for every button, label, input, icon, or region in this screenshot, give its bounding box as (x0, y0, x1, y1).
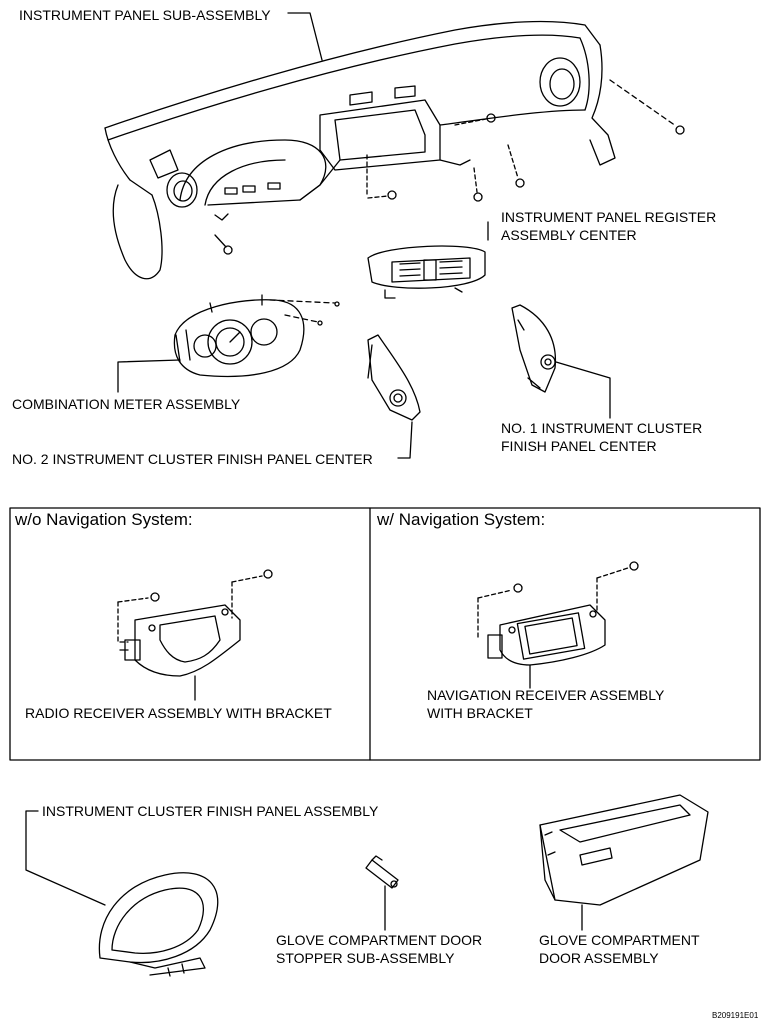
screw-icon (629, 561, 639, 571)
leader-line (117, 359, 181, 393)
label-glove-door-line1: GLOVE COMPARTMENT (539, 932, 700, 948)
register-assembly-center (367, 245, 486, 299)
screw-icon (454, 113, 496, 126)
label-register-center-line2: ASSEMBLY CENTER (501, 227, 637, 243)
screw-icons (214, 79, 685, 255)
label-instrument-panel-sub-assembly: INSTRUMENT PANEL SUB-ASSEMBLY (19, 7, 271, 23)
label-glove-stopper-line2: STOPPER SUB-ASSEMBLY (276, 950, 455, 966)
label-no2-finish: NO. 2 INSTRUMENT CLUSTER FINISH PANEL CE… (12, 451, 373, 467)
leader-line (397, 421, 413, 459)
leader-line (25, 810, 106, 906)
instrument-panel-sub-assembly (104, 20, 616, 280)
radio-receiver-assembly (117, 569, 273, 677)
label-combination-meter: COMBINATION METER ASSEMBLY (12, 396, 241, 412)
combination-meter-assembly (173, 294, 340, 378)
screw-icon (367, 190, 397, 200)
screw-icon (609, 79, 685, 135)
label-nav-receiver-line1: NAVIGATION RECEIVER ASSEMBLY (427, 687, 665, 703)
instrument-cluster-finish-panel (98, 872, 219, 977)
screw-icon (513, 583, 523, 593)
options-box-frame (9, 507, 761, 761)
glove-compartment-door-assembly (539, 794, 709, 906)
figure-code: B209191E01 (712, 1011, 759, 1020)
label-no1-finish-line1: NO. 1 INSTRUMENT CLUSTER (501, 420, 703, 436)
label-glove-door-line2: DOOR ASSEMBLY (539, 950, 659, 966)
box-title-without-nav: w/o Navigation System: (15, 510, 193, 529)
label-nav-receiver-line2: WITH BRACKET (427, 705, 533, 721)
box-title-with-nav: w/ Navigation System: (377, 510, 546, 529)
label-cluster-finish-panel: INSTRUMENT CLUSTER FINISH PANEL ASSEMBLY (42, 803, 379, 819)
label-no1-finish-line2: FINISH PANEL CENTER (501, 438, 657, 454)
screw-icon (214, 234, 233, 255)
label-register-center-line1: INSTRUMENT PANEL REGISTER (501, 209, 717, 225)
leader-line (287, 12, 323, 61)
label-radio-receiver: RADIO RECEIVER ASSEMBLY WITH BRACKET (25, 705, 332, 721)
leader-line (555, 361, 611, 419)
screw-icon (150, 592, 160, 602)
no1-finish-panel-center (511, 304, 557, 393)
label-glove-stopper-line1: GLOVE COMPARTMENT DOOR (276, 932, 483, 948)
navigation-receiver-assembly (477, 561, 639, 666)
screw-icon (507, 144, 525, 188)
glove-compartment-door-stopper (365, 855, 399, 889)
no2-finish-panel-center (367, 334, 421, 421)
screw-icon (473, 167, 483, 202)
screw-icon (263, 569, 273, 579)
